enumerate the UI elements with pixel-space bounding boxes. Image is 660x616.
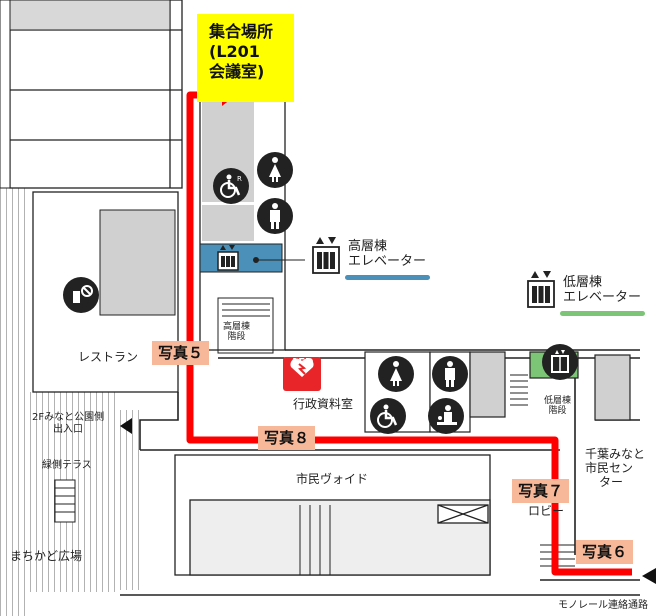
- aed-sign: AED: [283, 357, 321, 391]
- female-restroom-icon: [257, 152, 293, 188]
- svg-text:R: R: [237, 175, 242, 183]
- entrance-arrow-left: [120, 418, 132, 434]
- high-elevator-shaft: [199, 243, 283, 273]
- aed-heart-icon: [290, 358, 314, 377]
- high-stairs-label: 高層棟階段: [223, 322, 251, 343]
- upper-left-room: [9, 0, 171, 31]
- baby-changing-icon: [428, 398, 464, 434]
- plaza-label: まちかど広場: [10, 549, 83, 563]
- terrace-label: 緑側テラス: [42, 460, 92, 471]
- civic-center-label: 千葉みなと市民センター: [585, 447, 646, 489]
- entrance-arrow-monorail: [642, 568, 656, 584]
- hatched-area-strip: [120, 410, 140, 590]
- high-stairs: [217, 297, 274, 354]
- hatched-area-left: [0, 188, 30, 616]
- terrace-stairs: [54, 479, 76, 523]
- photo-tag-7: 写真７: [512, 479, 570, 503]
- photo-tag-5: 写真５: [152, 341, 210, 365]
- high-elevator-label: 高層棟エレベーター: [348, 239, 427, 269]
- entrance-label: 2Fみなと公園側出入口: [32, 412, 105, 435]
- low-elevator-label: 低層棟エレベーター: [563, 275, 642, 305]
- photo-tag-6: 写真６: [576, 540, 634, 564]
- no-smoking-restroom-icon: [63, 277, 99, 313]
- restaurant-label: レストラン: [78, 350, 139, 364]
- low-elevator-color-bar: [560, 311, 645, 316]
- meeting-point-line1: 集合場所: [209, 22, 274, 41]
- accessible-restroom-icon-2: [370, 398, 406, 434]
- female-restroom-icon-2: [378, 356, 414, 392]
- low-stairs: [510, 374, 528, 406]
- male-restroom-icon-2: [432, 356, 468, 392]
- low-stairs-label: 低層棟階段: [544, 396, 572, 417]
- void-area: [174, 454, 491, 576]
- void-label: 市民ヴォイド: [296, 472, 369, 486]
- high-elevator-color-bar: [345, 275, 430, 280]
- accessible-restroom-icon: R: [213, 168, 249, 204]
- meeting-point-line3: 会議室): [209, 62, 265, 81]
- central-gray-room-2: [202, 205, 254, 241]
- monorail-label: モノレール連絡通路: [558, 600, 648, 611]
- evacuation-route: [186, 350, 632, 576]
- restaurant-kitchen: [99, 209, 176, 316]
- low-elevator-icon: [542, 344, 578, 380]
- high-elevator-leader-dot: [253, 257, 259, 263]
- meeting-point-callout: 集合場所 (L201 会議室): [197, 14, 294, 102]
- void-stairs: [299, 505, 331, 575]
- lobby-label: ロビー: [528, 504, 565, 518]
- meeting-point-line2: (L201: [209, 42, 260, 61]
- male-restroom-icon: [257, 198, 293, 234]
- archives-label: 行政資料室: [293, 397, 354, 411]
- left-edge-wall: [0, 0, 11, 189]
- photo-tag-8: 写真８: [258, 426, 316, 450]
